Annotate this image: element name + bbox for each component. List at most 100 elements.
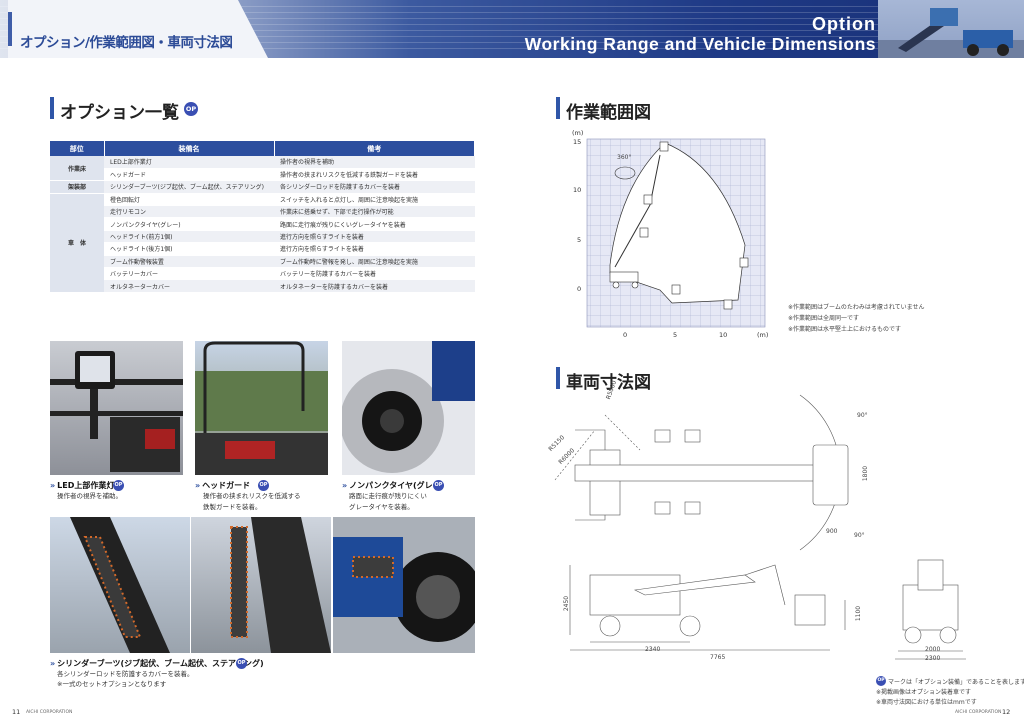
range-x-tick: 0 [623, 331, 628, 339]
options-section-bar [50, 97, 54, 119]
dim-label: 90° [857, 412, 868, 419]
note-cell: 操作者の挟まれリスクを低減する鉄製ガードを装着 [274, 168, 475, 182]
item-cell: 橙色回転灯 [104, 193, 274, 207]
photo-caption-text: LED上部作業灯 [57, 481, 115, 490]
page-number-left: 11 [12, 708, 21, 716]
dim-label: 900 [826, 528, 838, 535]
table-row: バッテリーカバー バッテリーを防護するカバーを装着 [50, 267, 475, 281]
item-cell: ヘッドガード [104, 168, 274, 182]
category-cell: 作業床 [50, 156, 104, 182]
page-number-right: 12 [1002, 708, 1011, 716]
header-title-jp: オプション/作業範囲図・車両寸法図 [20, 35, 233, 51]
double-chevron-icon: » [50, 659, 56, 668]
table-row: ヘッドライト(前方1個) 進行方向を照らすライトを装着 [50, 230, 475, 244]
item-cell: シリンダーブーツ(ジブ起伏、ブーム起伏、ステアリング) [104, 180, 274, 194]
note-cell: バッテリーを防護するカバーを装着 [274, 267, 475, 281]
dim-label: 2000 [925, 646, 941, 653]
header-tab-accent [8, 12, 12, 46]
photo-cylinder-boot-3 [333, 517, 475, 653]
range-x-tick: 10 [719, 331, 728, 339]
vehicle-rear-view [895, 559, 966, 660]
photo-op-badge: OP [258, 480, 269, 491]
note-cell: ブーム作動時に警報を発し、周囲に注意喚起を実施 [274, 255, 475, 269]
category-cell: 車 体 [50, 193, 104, 293]
note-cell: 路面に走行痕が残りにくいグレータイヤを装着 [274, 217, 475, 231]
photo-caption-text: シリンダーブーツ(ジブ起伏、ブーム起伏、ステアリング) [57, 659, 264, 668]
range-y-tick: 5 [577, 236, 582, 244]
note-cell: 作業床に搭乗せず、下部で走行操作が可能 [274, 205, 475, 219]
footnote: ※車両寸法図における単位はmmです [876, 699, 977, 706]
rotation-label: 360° [617, 154, 632, 161]
footnote: マークは「オプション装備」であることを表します [888, 679, 1024, 686]
range-y-tick: 0 [577, 285, 582, 293]
photo-caption-text: ノンパンクタイヤ(グレー) [349, 481, 445, 490]
photo-cylinder-boot-2 [191, 517, 331, 653]
photo-caption-desc: 操作者の視界を補助。 [57, 492, 122, 500]
dim-label: 1100 [855, 605, 863, 622]
table-row: 架装部 シリンダーブーツ(ジブ起伏、ブーム起伏、ステアリング) 各シリンダーロッ… [50, 180, 475, 194]
table-row: 作業床 LED上部作業灯 操作者の視界を補助 [50, 156, 475, 182]
photo-non-puncture-tire [342, 341, 475, 475]
header-title-en-1: Option [812, 14, 876, 34]
header-title-en-2: Working Range and Vehicle Dimensions [524, 34, 876, 54]
photo-op-badge: OP [113, 480, 124, 491]
table-row: ブーム作動警報装置 ブーム作動時に警報を発し、周囲に注意喚起を実施 [50, 255, 475, 269]
item-cell: ブーム作動警報装置 [104, 255, 274, 269]
range-note: ※作業範囲はブームのたわみは考慮されていません [788, 304, 925, 311]
working-range-diagram [586, 138, 766, 328]
range-y-tick: 15 [573, 138, 582, 146]
table-row: オルタネーターカバー オルタネーターを防護するカバーを装着 [50, 279, 475, 293]
range-y-tick: 10 [573, 186, 582, 194]
photo-caption-title: »ノンパンクタイヤ(グレー) [342, 480, 444, 491]
table-row: ノンパンクタイヤ(グレー) 路面に走行痕が残りにくいグレータイヤを装着 [50, 217, 475, 231]
note-cell: オルタネーターを防護するカバーを装着 [274, 279, 475, 293]
item-cell: オルタネーターカバー [104, 279, 274, 293]
dim-label: 2300 [925, 655, 941, 662]
photo-caption-desc: 路面に走行痕が残りにくい [349, 492, 427, 500]
options-section-title: オプション一覧 [60, 103, 179, 123]
double-chevron-icon: » [342, 481, 348, 490]
column-header: 部位 [50, 141, 105, 156]
item-cell: ノンパンクタイヤ(グレー) [104, 217, 274, 231]
footnote: ※掲載画像はオプション装着車です [876, 689, 972, 696]
photo-caption-desc: ※一式のセットオプションとなります [57, 680, 167, 688]
range-x-tick: 5 [673, 331, 678, 339]
dim-label: 2340 [645, 646, 661, 653]
options-table: 部位 装備名 備考 作業床 LED上部作業灯 操作者の視界を補助 ヘッドガード … [50, 141, 475, 293]
photo-caption-desc: 操作者の挟まれリスクを低減する [203, 492, 301, 500]
range-axis-unit: (m) [572, 129, 584, 137]
photo-caption-title: »LED上部作業灯 [50, 480, 114, 491]
table-row: ヘッドライト(後方1個) 進行方向を照らすライトを装着 [50, 242, 475, 256]
options-table-header: 部位 装備名 備考 [50, 141, 475, 156]
dims-section-bar [556, 367, 560, 389]
footer-company-right: AICHI CORPORATION [955, 710, 1002, 715]
note-cell: スイッチを入れると点灯し、周囲に注意喚起を実施 [274, 193, 475, 207]
table-row: ヘッドガード 操作者の挟まれリスクを低減する鉄製ガードを装着 [50, 168, 475, 182]
header-tab [8, 0, 268, 58]
dim-label: 2450 [563, 595, 571, 612]
photo-op-badge: OP [433, 480, 444, 491]
table-row: 車 体 橙色回転灯 スイッチを入れると点灯し、周囲に注意喚起を実施 [50, 193, 475, 293]
range-section-title: 作業範囲図 [566, 103, 651, 123]
note-cell: 操作者の視界を補助 [274, 156, 475, 169]
photo-led-work-light [50, 341, 183, 475]
footnote-op-badge: OP [876, 676, 886, 686]
double-chevron-icon: » [195, 481, 201, 490]
item-cell: ヘッドライト(前方1個) [104, 230, 274, 244]
dims-section-title: 車両寸法図 [566, 373, 651, 393]
category-cell: 架装部 [50, 180, 104, 194]
photo-caption-text: ヘッドガード [202, 481, 251, 490]
dim-label: 7765 [710, 654, 726, 661]
double-chevron-icon: » [50, 481, 56, 490]
column-header: 装備名 [104, 141, 275, 156]
range-note: ※作業範囲は水平堅土上におけるものです [788, 326, 902, 333]
item-cell: LED上部作業灯 [104, 156, 274, 169]
photo-head-guard [195, 341, 328, 475]
footer-company-left: AICHI CORPORATION [26, 710, 73, 715]
range-note: ※作業範囲は全周同一です [788, 315, 860, 322]
photo-caption-desc: 各シリンダーロッドを防護するカバーを装着。 [57, 670, 194, 678]
note-cell: 各シリンダーロッドを防護するカバーを装着 [274, 180, 475, 194]
photo-cylinder-boot-1 [50, 517, 190, 653]
note-cell: 進行方向を照らすライトを装着 [274, 242, 475, 256]
photo-caption-title: »ヘッドガード [195, 480, 250, 491]
